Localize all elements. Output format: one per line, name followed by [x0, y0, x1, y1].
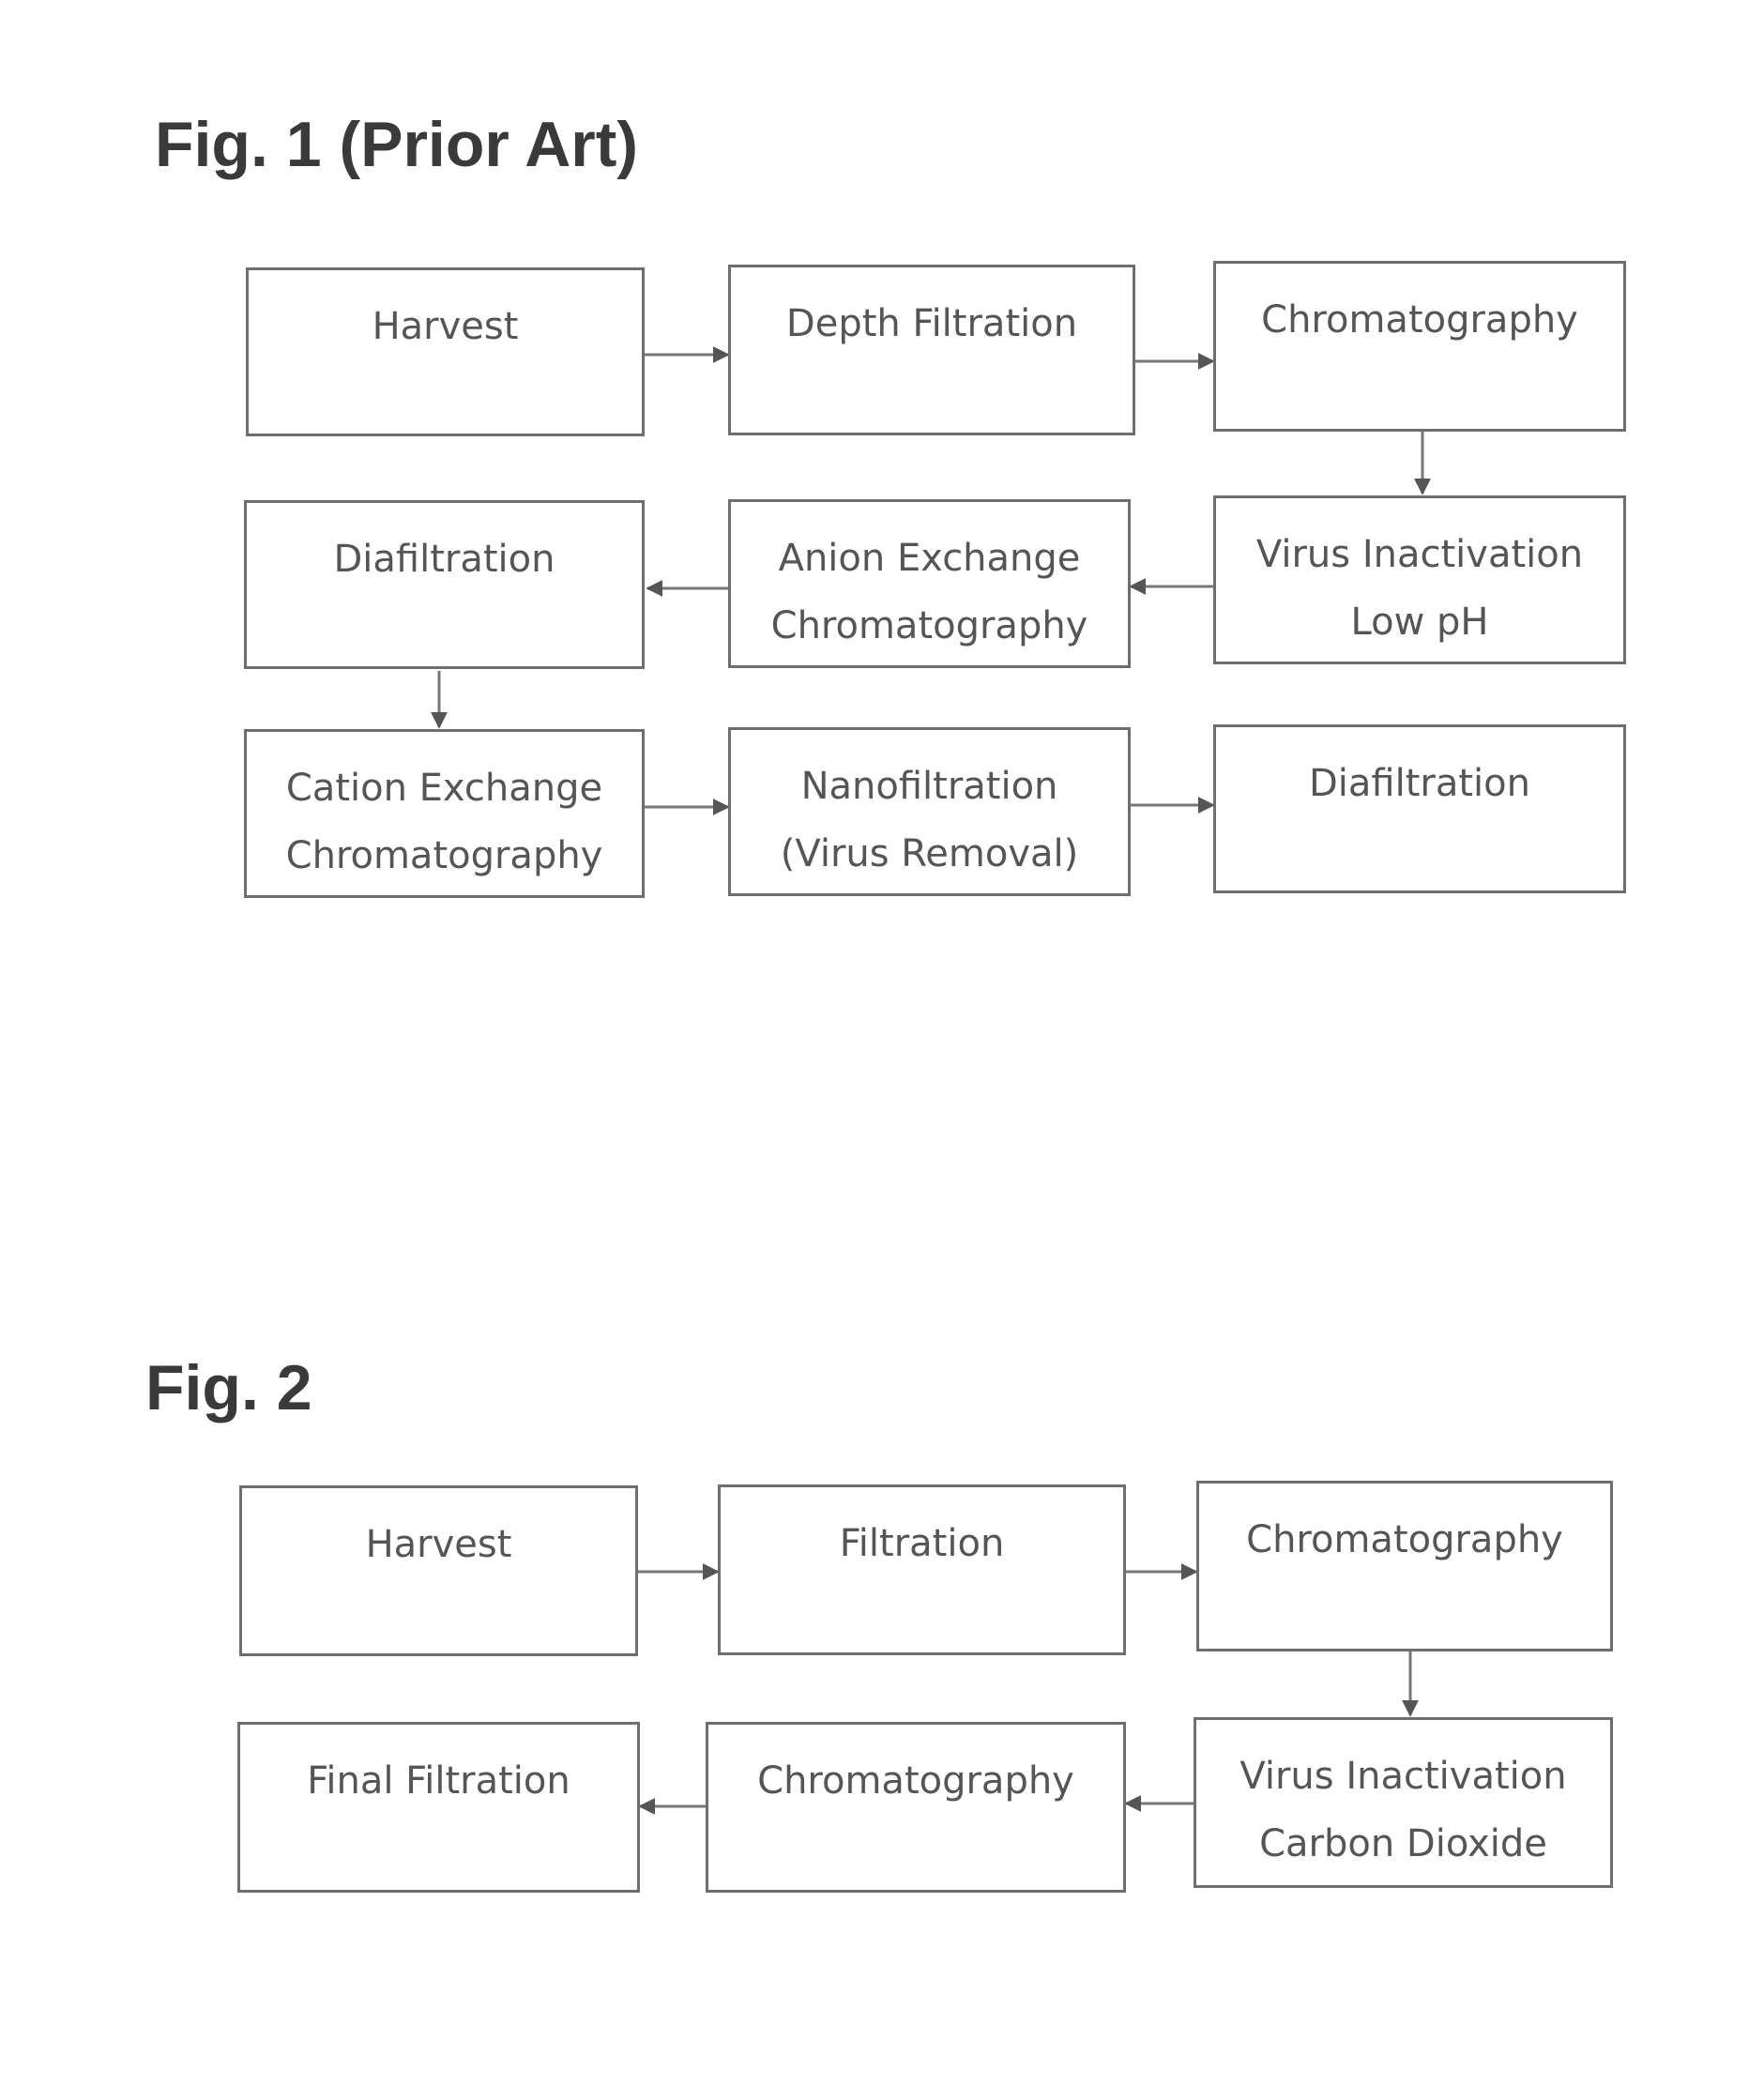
step-label: Harvest: [373, 293, 519, 360]
step-label: Diafiltration: [334, 525, 555, 593]
fig2-box-filtration: Filtration: [718, 1484, 1126, 1655]
fig1-box-cation-exchange-chromatography: Cation Exchange Chromatography: [244, 729, 645, 898]
fig2-box-chromatography-2: Chromatography: [706, 1722, 1126, 1893]
fig1-box-anion-exchange-chromatography: Anion Exchange Chromatography: [728, 499, 1131, 668]
step-label-line1: Virus Inactivation: [1239, 1743, 1566, 1810]
step-label-line1: Virus Inactivation: [1256, 521, 1583, 588]
step-label-line2: Carbon Dioxide: [1259, 1810, 1547, 1878]
fig2-box-chromatography: Chromatography: [1196, 1481, 1613, 1651]
fig1-box-virus-inactivation-low-ph: Virus Inactivation Low pH: [1213, 495, 1626, 664]
fig2-box-final-filtration: Final Filtration: [237, 1722, 640, 1893]
step-label: Diafiltration: [1309, 750, 1530, 817]
step-label: Filtration: [840, 1510, 1005, 1577]
step-label: Chromatography: [1246, 1506, 1563, 1574]
step-label: Harvest: [366, 1511, 512, 1578]
step-label: Depth Filtration: [786, 290, 1077, 358]
step-label-line2: Chromatography: [771, 592, 1088, 660]
fig1-box-diafiltration-final: Diafiltration: [1213, 724, 1626, 893]
fig1-box-diafiltration: Diafiltration: [244, 500, 645, 669]
step-label-line1: Nanofiltration: [801, 753, 1058, 820]
fig1-box-depth-filtration: Depth Filtration: [728, 265, 1135, 435]
step-label-line2: (Virus Removal): [781, 820, 1079, 888]
step-label-line2: Chromatography: [286, 822, 603, 890]
step-label-line1: Cation Exchange: [286, 754, 602, 822]
step-label: Chromatography: [757, 1747, 1074, 1815]
step-label-line2: Low pH: [1351, 588, 1489, 656]
fig1-box-chromatography: Chromatography: [1213, 261, 1626, 432]
fig1-box-nanofiltration: Nanofiltration (Virus Removal): [728, 727, 1131, 896]
fig1-box-harvest: Harvest: [246, 267, 645, 436]
step-label: Final Filtration: [307, 1747, 570, 1815]
step-label-line1: Anion Exchange: [779, 525, 1081, 592]
fig2-box-virus-inactivation-carbon-dioxide: Virus Inactivation Carbon Dioxide: [1194, 1717, 1613, 1888]
step-label: Chromatography: [1261, 286, 1578, 354]
fig2-box-harvest: Harvest: [239, 1485, 638, 1656]
